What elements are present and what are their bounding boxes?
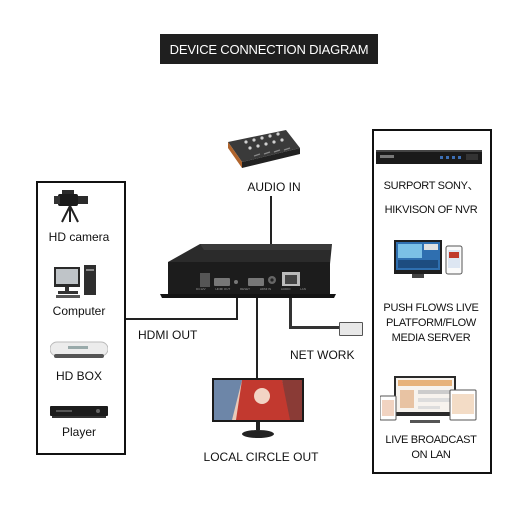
local-circle-out-label: LOCAL CIRCLE OUT — [203, 450, 319, 464]
audio-mixer-icon — [222, 126, 302, 170]
monitor-icon — [212, 378, 304, 440]
network-label: NET WORK — [290, 348, 355, 362]
streaming-devices-icon — [392, 238, 468, 284]
rj45-plug-icon — [339, 322, 363, 336]
left-item-label-camera: HD camera — [48, 230, 110, 244]
camera-icon — [54, 186, 100, 224]
right-item-label-streaming: PUSH FLOWS LIVE PLATFORM/FLOW MEDIA SERV… — [383, 302, 479, 344]
audio-line — [270, 196, 272, 254]
audio-in-label: AUDIO IN — [247, 180, 301, 194]
network-cable-horizontal — [289, 326, 341, 329]
set-top-box-icon — [50, 338, 108, 362]
encoder-device — [160, 240, 336, 302]
hdmi-out-line-horizontal — [122, 318, 238, 320]
network-cable-vertical — [289, 292, 292, 328]
device-port-labels: DC12V HDMI OUT RESET HDMI IN AUDIO LAN — [196, 287, 306, 291]
hdmi-out-label: HDMI OUT — [138, 328, 198, 342]
local-out-line — [256, 292, 258, 380]
diagram-title: DEVICE CONNECTION DIAGRAM — [160, 34, 378, 64]
right-item-label-lan: LIVE BROADCAST ON LAN — [385, 434, 477, 461]
left-item-label-hdbox: HD BOX — [55, 369, 102, 383]
left-item-label-player: Player — [61, 425, 96, 439]
hdmi-out-line-vertical — [236, 292, 238, 320]
lan-broadcast-icon — [380, 376, 480, 426]
player-icon — [50, 404, 108, 420]
left-item-label-computer: Computer — [52, 304, 106, 318]
right-item-label-nvr: SURPORT SONY、 HIKVISON OF NVR — [383, 180, 479, 216]
computer-icon — [54, 265, 100, 299]
nvr-icon — [376, 148, 484, 168]
